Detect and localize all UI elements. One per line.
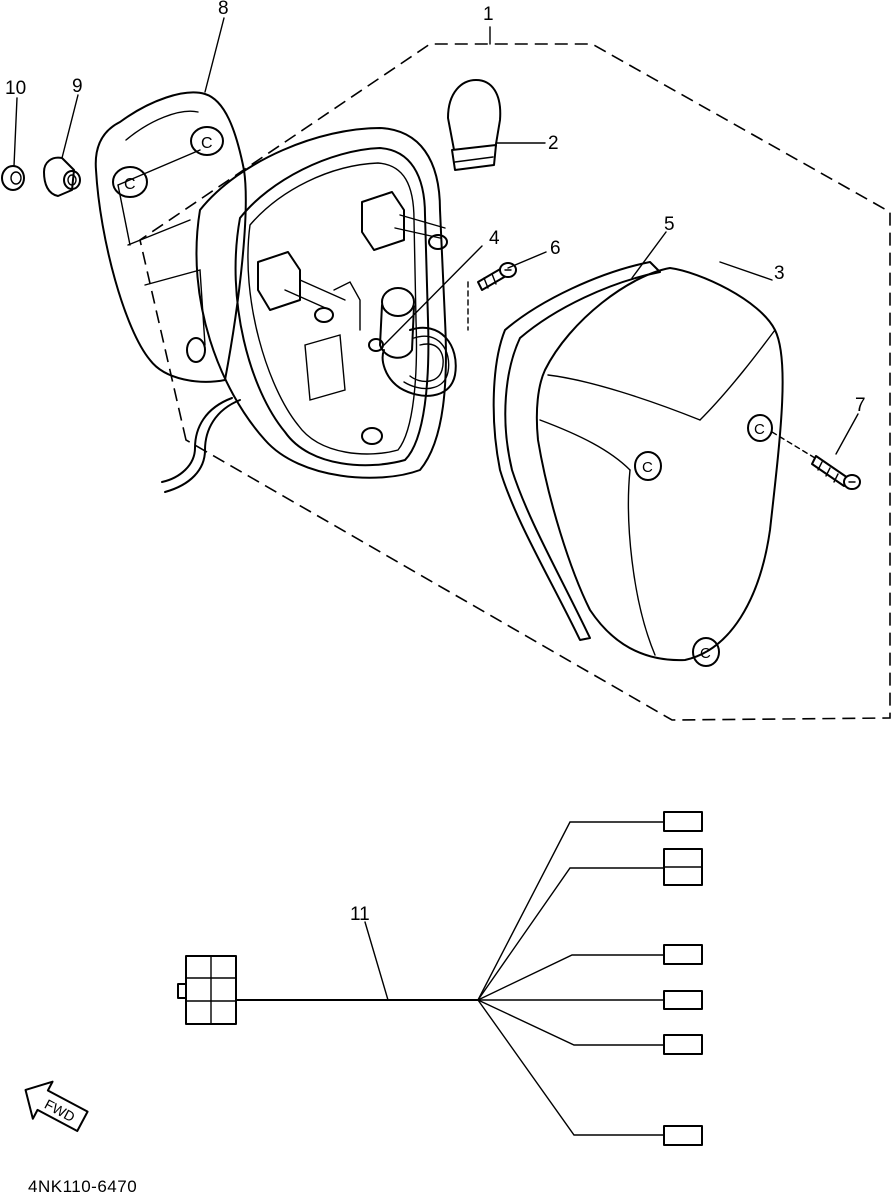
part-9-grommet — [43, 156, 81, 197]
drawing-code: 4NK110-6470 — [28, 1177, 137, 1195]
callout-7: 7 — [855, 395, 866, 416]
svg-text:C: C — [642, 459, 653, 476]
part-10-nut — [1, 165, 25, 191]
lamp-housing — [161, 127, 448, 493]
callout-4: 4 — [489, 228, 500, 249]
part-5-gasket — [492, 261, 661, 641]
fwd-arrow-icon — [24, 1080, 89, 1133]
callout-11: 11 — [350, 904, 370, 925]
callout-10: 10 — [5, 78, 26, 99]
part-7-screw — [811, 455, 861, 490]
callout-3: 3 — [774, 263, 785, 284]
svg-text:C: C — [754, 421, 765, 438]
callout-1: 1 — [483, 4, 494, 25]
callout-8: 8 — [218, 0, 229, 19]
svg-text:C: C — [124, 176, 136, 193]
leader-lines — [13, 17, 859, 1001]
callout-6: 6 — [550, 238, 561, 259]
fwd-arrow: FWD — [24, 1080, 89, 1133]
part-7-dash-leader — [771, 431, 816, 459]
callout-9: 9 — [72, 76, 83, 97]
callout-5: 5 — [664, 214, 675, 235]
assembly-1-boundary — [139, 43, 891, 721]
part-6-screw — [477, 262, 517, 291]
svg-text:C: C — [201, 135, 213, 152]
callout-2: 2 — [548, 133, 559, 154]
part-8-bracket: C C — [94, 91, 247, 383]
part-11-wire-harness — [177, 811, 703, 1146]
part-2-bulb — [447, 79, 502, 171]
part-4-socket — [368, 287, 457, 397]
svg-text:C: C — [700, 645, 711, 662]
part-3-lens: C C C — [535, 267, 784, 667]
